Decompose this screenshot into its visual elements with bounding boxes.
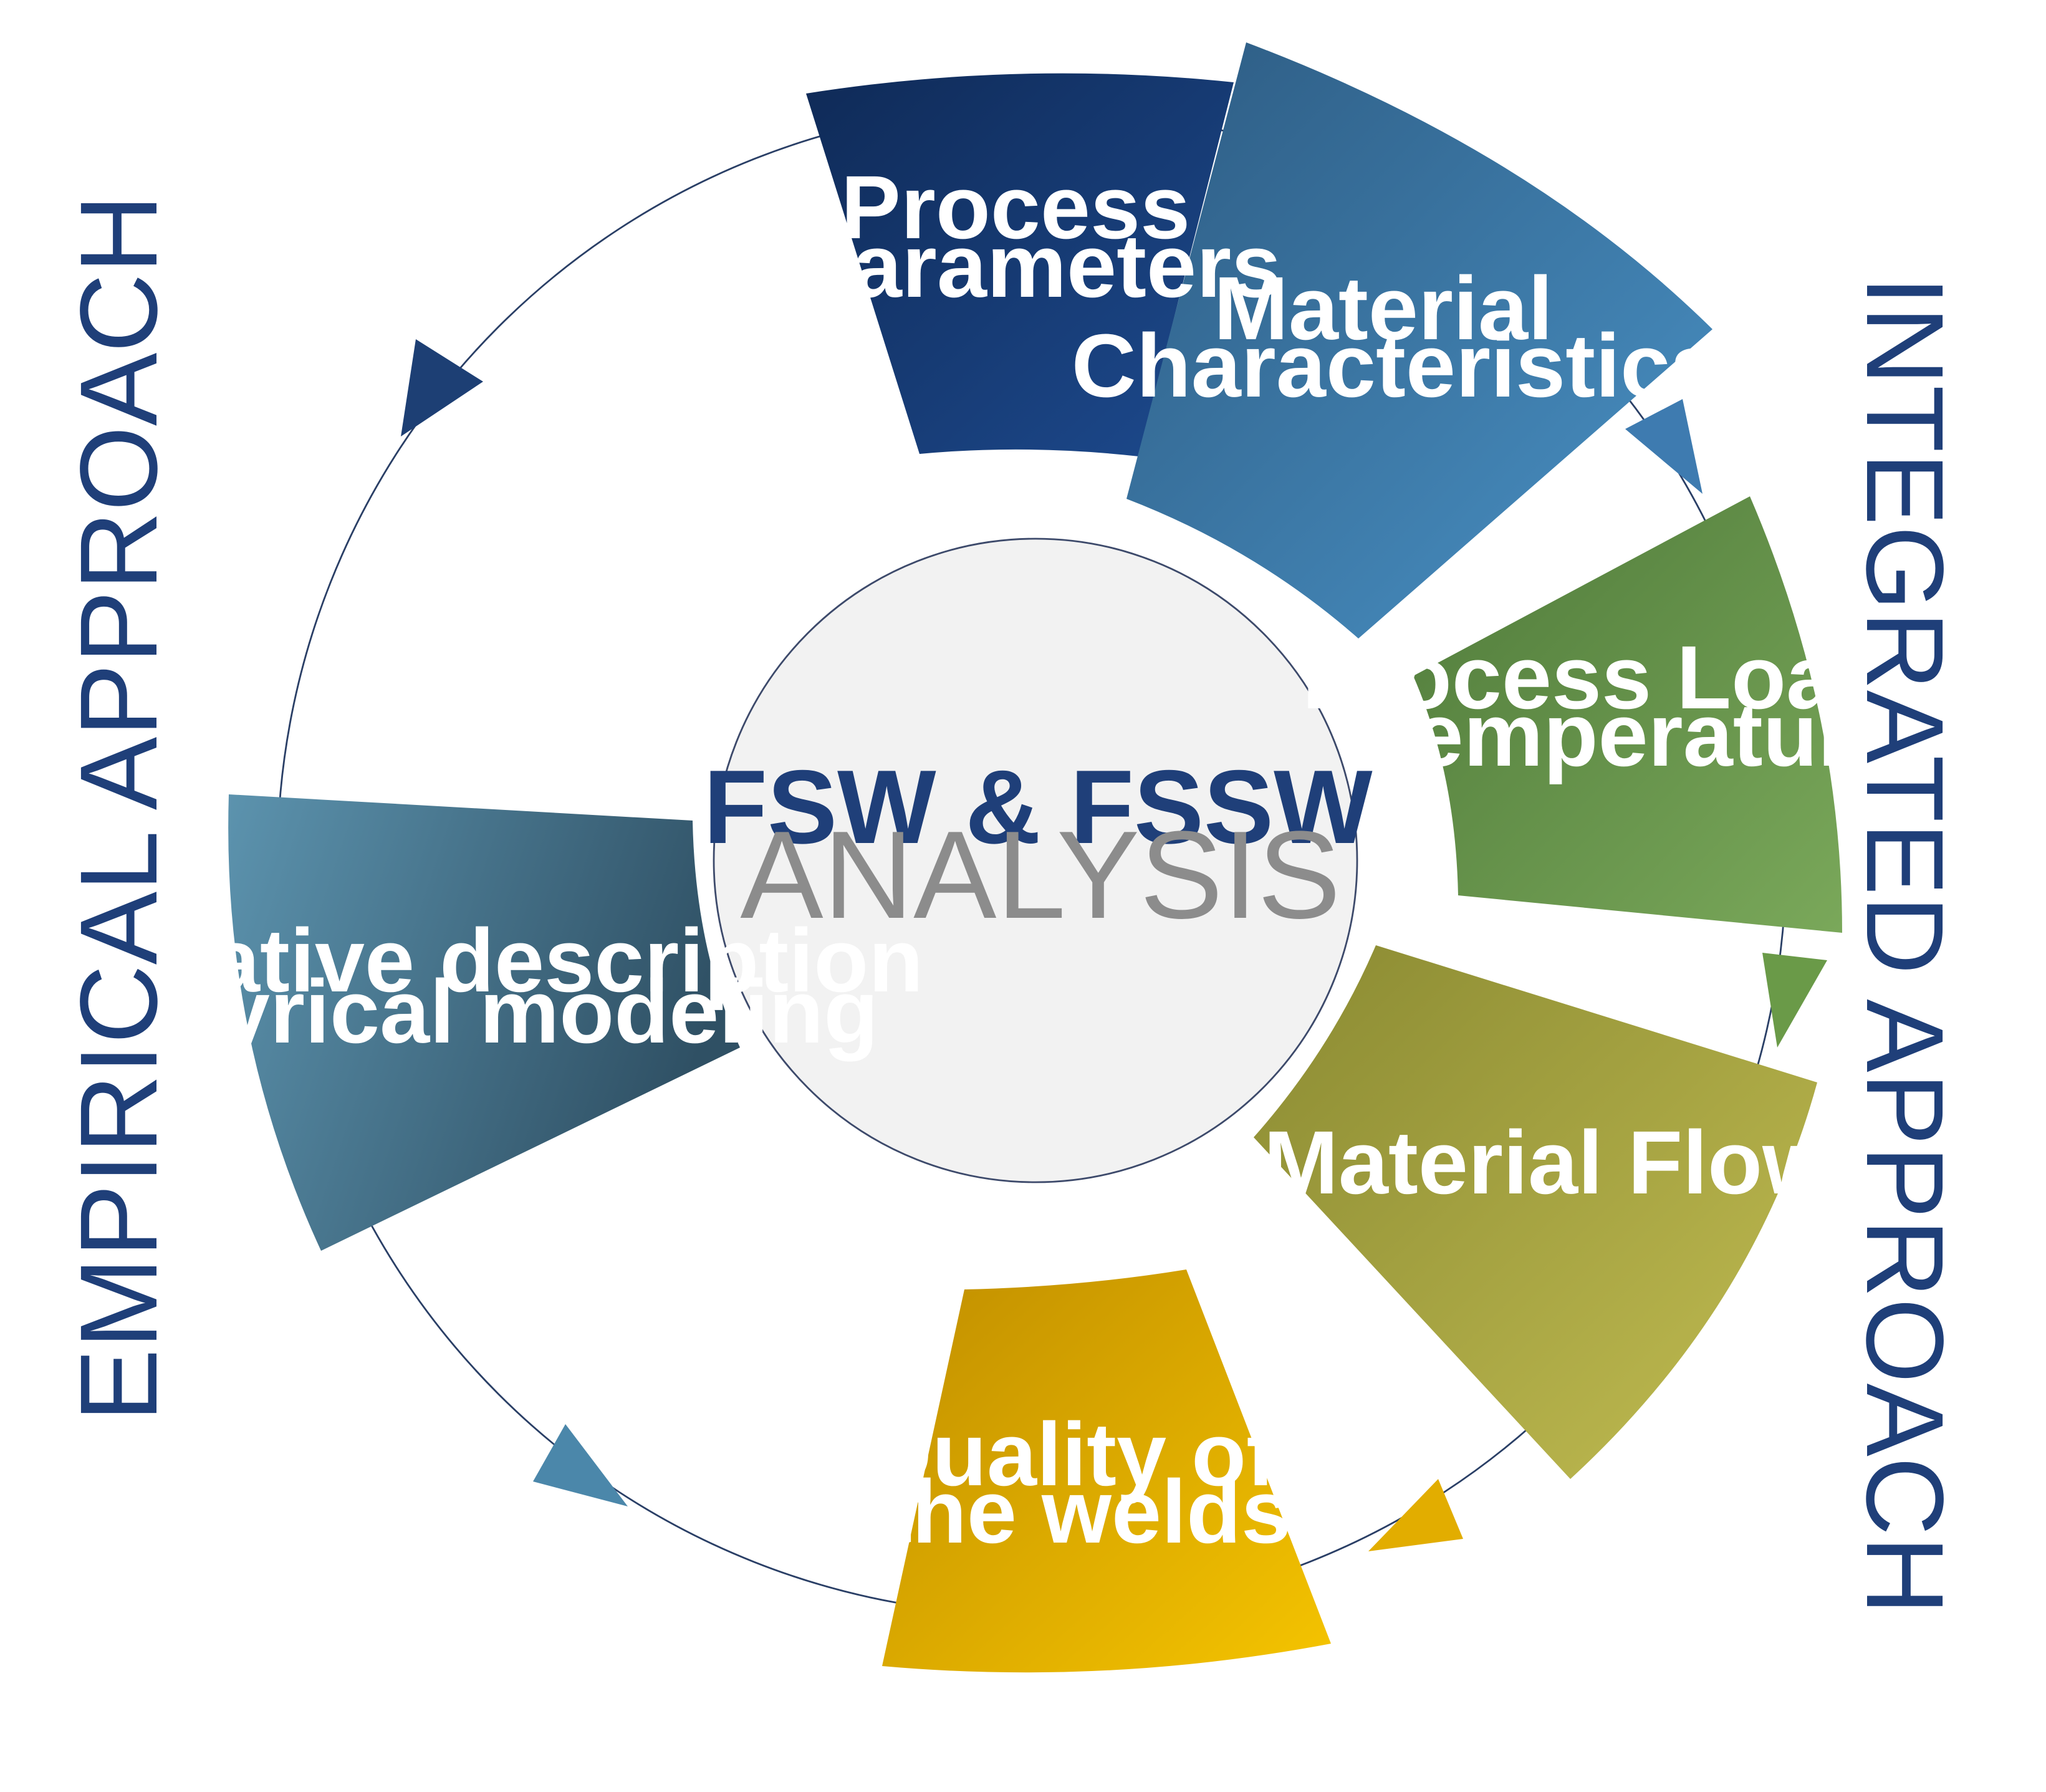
- label-process-loads: Process Loads Temperature: [1302, 627, 1966, 785]
- label-quality-of-welds: Quality of the welds: [862, 1404, 1301, 1562]
- label-process-parameters: Process parameters: [797, 157, 1281, 316]
- arrow-top-right: [1625, 399, 1703, 494]
- label-material-characteristics: Material Characteristics: [1072, 258, 1721, 416]
- arrow-right: [1762, 953, 1827, 1048]
- arrow-bottom-left: [533, 1424, 628, 1506]
- segment-process-parameters[interactable]: [806, 73, 1234, 457]
- segment-material-flow[interactable]: [1254, 945, 1817, 1479]
- segment-process-loads[interactable]: [1413, 496, 1842, 933]
- arrow-bottom-right: [1368, 1479, 1463, 1551]
- center-circle: [714, 539, 1357, 1182]
- center-title: FSW & FSSW: [703, 748, 1373, 865]
- label-integrated-approach: INTEGRATED APPROACH: [1843, 276, 1966, 1615]
- label-material-flow: Material Flow: [1264, 1112, 1833, 1213]
- arrow-top-left: [401, 339, 483, 436]
- segment-qualitative-description[interactable]: [228, 794, 740, 1251]
- segment-material-characteristics[interactable]: [1126, 42, 1712, 638]
- label-qualitative-description: Qualitative description Empyrical modeli…: [0, 910, 948, 1062]
- center-subtitle: ANALYSIS: [740, 806, 1340, 945]
- center-circle-outline: [713, 537, 1358, 1183]
- segment-quality-of-welds[interactable]: [882, 1269, 1331, 1673]
- label-empirical-approach: EMPIRICAL APPROACH: [58, 194, 180, 1422]
